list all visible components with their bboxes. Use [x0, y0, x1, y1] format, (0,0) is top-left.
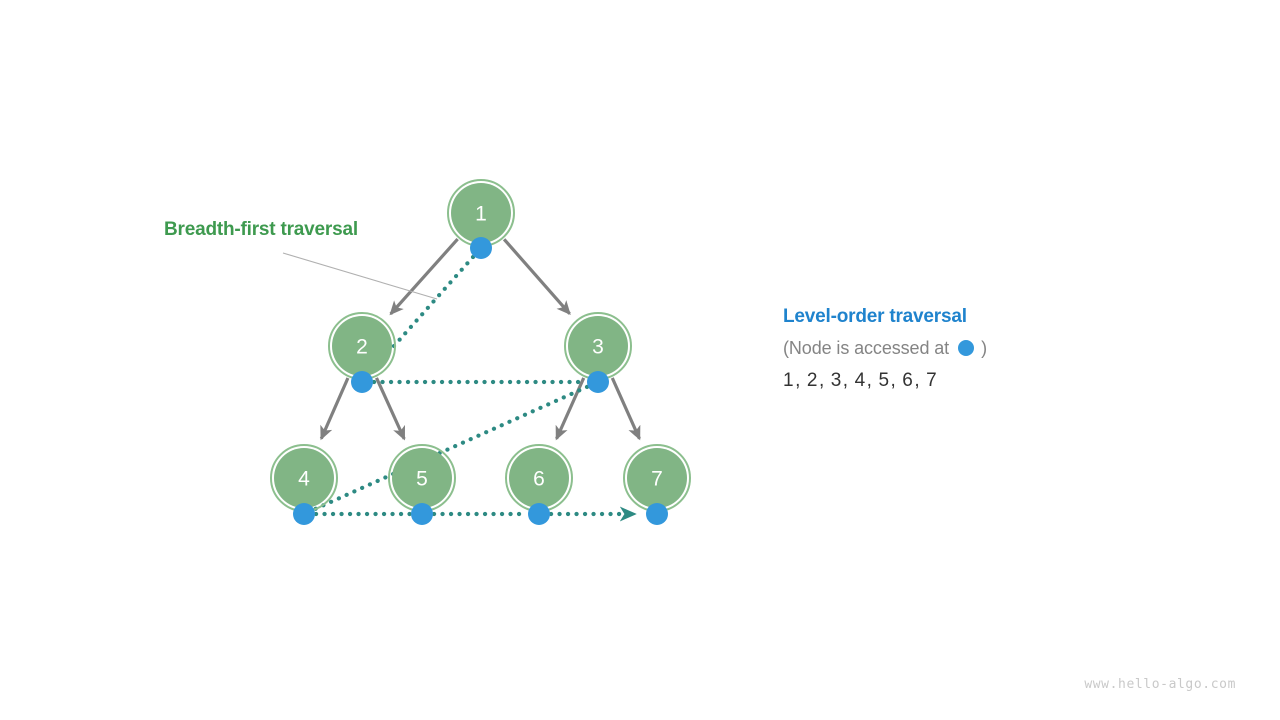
- visit-markers: [293, 237, 668, 525]
- visit-dot-icon[interactable]: [293, 503, 315, 525]
- traversal-sequence: 1,2,3,4,5,6,7: [783, 370, 1223, 392]
- node-circle: [509, 448, 569, 508]
- sequence-separator: ,: [890, 370, 897, 391]
- sequence-value: 5: [878, 370, 890, 391]
- panel-note-prefix: (Node is accessed at: [783, 338, 950, 358]
- node-value: 6: [533, 468, 545, 491]
- watermark: www.hello-algo.com: [1084, 677, 1236, 692]
- panel-note: (Node is accessed at ): [783, 339, 1223, 357]
- sequence-separator: ,: [914, 370, 921, 391]
- panel-note-suffix: ): [981, 338, 987, 358]
- sequence-separator: ,: [842, 370, 849, 391]
- node-circle: [451, 183, 511, 243]
- visit-dot-icon[interactable]: [411, 503, 433, 525]
- node-circle: [568, 316, 628, 376]
- tree-edge: [502, 238, 571, 316]
- tree-edge: [375, 377, 406, 441]
- sequence-value: 2: [806, 370, 818, 391]
- node-value: 4: [298, 468, 310, 491]
- legend-panel: Level-order traversal (Node is accessed …: [783, 306, 1223, 392]
- sequence-value: 7: [926, 370, 938, 391]
- node-value: 7: [651, 468, 663, 491]
- node-circle: [332, 316, 392, 376]
- traversal-path-segment: [312, 384, 590, 512]
- sequence-separator: ,: [818, 370, 825, 391]
- sequence-value: 4: [854, 370, 866, 391]
- sequence-value: 1: [783, 370, 795, 391]
- visit-dot-icon[interactable]: [646, 503, 668, 525]
- node-value: 3: [592, 336, 604, 359]
- node-value: 2: [356, 336, 368, 359]
- tree-node[interactable]: 2: [328, 312, 396, 380]
- visit-dot-icon[interactable]: [587, 371, 609, 393]
- sequence-separator: ,: [866, 370, 873, 391]
- tree-node[interactable]: 5: [388, 444, 456, 512]
- visit-dot-icon[interactable]: [528, 503, 550, 525]
- sequence-value: 6: [902, 370, 914, 391]
- tree-node[interactable]: 3: [564, 312, 632, 380]
- tree-edge: [319, 377, 350, 441]
- tree-edge: [389, 238, 459, 316]
- node-value: 5: [416, 468, 428, 491]
- node-circle: [274, 448, 334, 508]
- label-leader-line: [282, 252, 438, 300]
- tree-node[interactable]: 1: [447, 179, 515, 247]
- breadth-first-traversal-label: Breadth-first traversal: [164, 219, 358, 240]
- tree-node[interactable]: 4: [270, 444, 338, 512]
- tree-edge: [610, 377, 641, 441]
- visit-dot-icon[interactable]: [351, 371, 373, 393]
- tree-edge: [555, 377, 586, 441]
- leader-line: [282, 252, 438, 300]
- tree-node[interactable]: 6: [505, 444, 573, 512]
- node-circle: [627, 448, 687, 508]
- sequence-value: 3: [830, 370, 842, 391]
- tree-edges: [319, 238, 641, 441]
- sequence-separator: ,: [795, 370, 801, 391]
- visit-dot-icon[interactable]: [470, 237, 492, 259]
- tree-node[interactable]: 7: [623, 444, 691, 512]
- blue-dot-icon: [958, 340, 975, 356]
- panel-title: Level-order traversal: [783, 306, 967, 327]
- node-circle: [392, 448, 452, 508]
- node-value: 1: [475, 203, 487, 226]
